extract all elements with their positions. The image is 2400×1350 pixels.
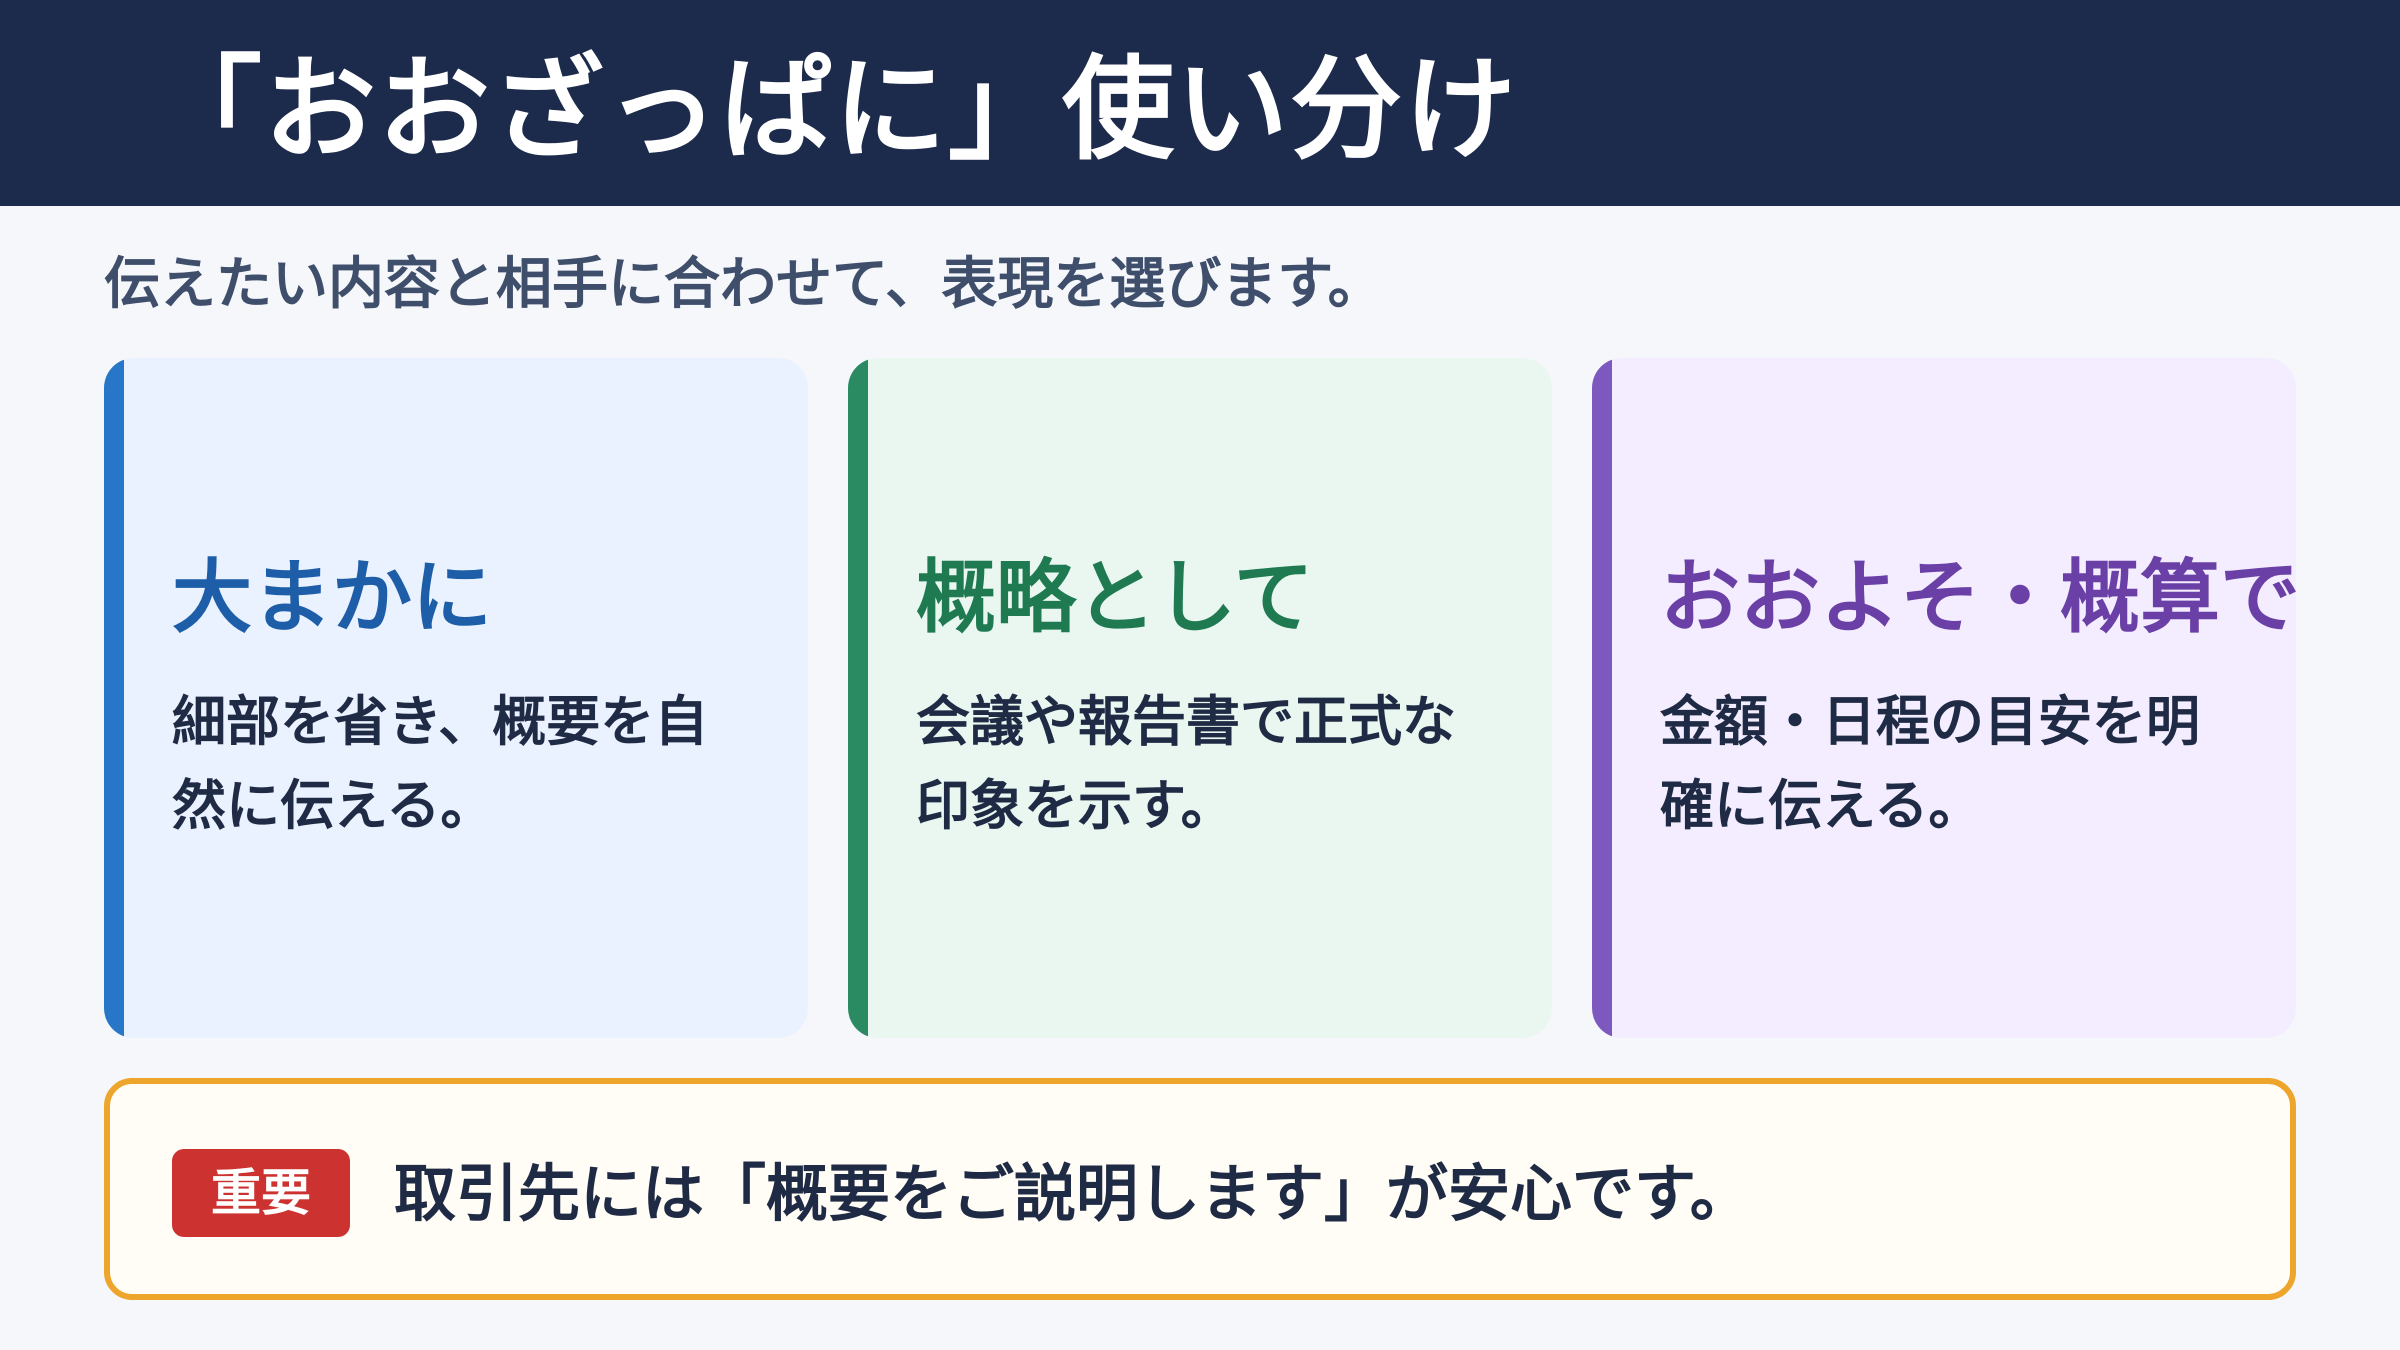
- card-description-line: 然に伝える。: [172, 774, 495, 837]
- important-note-box: 重要 取引先には「概要をご説明します」が安心です。: [104, 1078, 2296, 1300]
- card-description-line: 確に伝える。: [1660, 774, 1983, 837]
- header-bar: 「おおざっぱに」使い分け: [0, 0, 2400, 206]
- card-description-line: 細部を省き、概要を自: [172, 690, 709, 753]
- card-description-line: 印象を示す。: [916, 774, 1235, 837]
- usage-card-oyoso: おおよそ・概算で 金額・日程の目安を明 確に伝える。: [1592, 358, 2296, 1038]
- card-accent-bar: [104, 358, 124, 1038]
- card-title: おおよそ・概算で: [1660, 551, 2296, 644]
- usage-card-omakani: 大まかに 細部を省き、概要を自 然に伝える。: [104, 358, 808, 1038]
- page-subtitle: 伝えたい内容と相手に合わせて、表現を選びます。: [104, 252, 1384, 317]
- card-accent-bar: [848, 358, 868, 1038]
- usage-card-gairyaku: 概略として 会議や報告書で正式な 印象を示す。: [848, 358, 1552, 1038]
- page-title: 「おおざっぱに」使い分け: [150, 45, 1518, 175]
- card-description: 細部を省き、概要を自 然に伝える。: [172, 680, 772, 848]
- card-title: 概略として: [916, 551, 1314, 644]
- card-description-line: 会議や報告書で正式な: [916, 690, 1456, 753]
- card-description: 金額・日程の目安を明 確に伝える。: [1660, 680, 2260, 848]
- important-note-text: 取引先には「概要をご説明します」が安心です。: [394, 1157, 1752, 1230]
- important-badge: 重要: [172, 1149, 350, 1237]
- card-title: 大まかに: [172, 551, 492, 644]
- card-description: 会議や報告書で正式な 印象を示す。: [916, 680, 1516, 848]
- card-accent-bar: [1592, 358, 1612, 1038]
- card-description-line: 金額・日程の目安を明: [1660, 690, 2200, 753]
